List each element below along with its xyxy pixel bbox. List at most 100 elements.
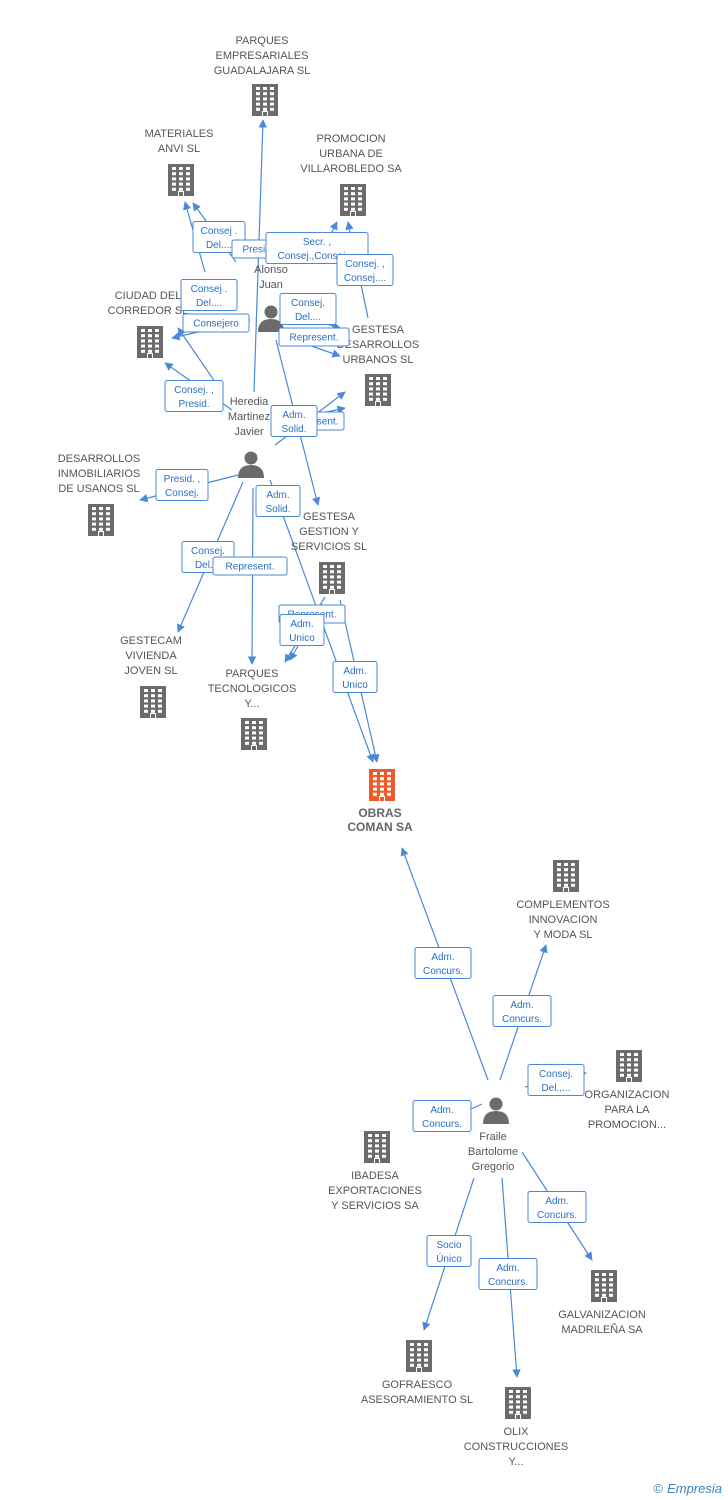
edge-label-box <box>414 947 472 979</box>
node-olix[interactable]: OLIXCONSTRUCCIONESY... <box>464 1387 569 1468</box>
edge-label-alonso-to-ciudad_corredor[interactable]: Consejero <box>182 313 250 333</box>
node-label-line: VIVIENDA <box>125 650 177 662</box>
edge-label-heredia-to-gestesa_desarrollos[interactable]: Adm. Solid. <box>270 405 318 437</box>
node-label-line: Y SERVICIOS SA <box>331 1200 419 1212</box>
node-label-line: SERVICIOS SL <box>291 541 367 553</box>
node-label-line: PARQUES <box>236 35 289 47</box>
edge-label-heredia-to-desarrollos_usanos[interactable]: Presid. ,Consej. <box>155 469 209 501</box>
edge-label-text: Solid. <box>265 504 290 515</box>
node-label-line: PROMOCION... <box>588 1119 666 1131</box>
edge-label-heredia-to-ciudad_corredor[interactable]: Consej. , Presid. <box>164 380 224 412</box>
empresia-watermark[interactable]: ©Empresia <box>653 1481 722 1496</box>
edge-label-text: Concurs. <box>502 1014 542 1025</box>
copyright-symbol: © <box>653 1481 664 1496</box>
edge-label-text: Unico <box>342 680 368 691</box>
edge-label-text: Consej.,Consej.... <box>278 251 357 262</box>
edge-label-text: Presid. <box>178 399 209 410</box>
building-icon <box>319 562 345 594</box>
edge-label-box <box>270 405 318 437</box>
node-parques_tecno[interactable]: PARQUESTECNOLOGICOSY... <box>208 668 297 750</box>
building-icon <box>140 686 166 718</box>
edge-label-text: Adm. <box>431 952 454 963</box>
edge-label-alonso-to-gestesa_desarrollos[interactable]: Consej.Del.... <box>279 293 337 325</box>
edge-label-text: Consej. , <box>345 259 384 270</box>
edge-label-box <box>527 1064 585 1096</box>
node-label-line: EXPORTACIONES <box>328 1185 422 1197</box>
edge-label-box <box>180 279 238 311</box>
person-icon <box>483 1097 509 1124</box>
edge-label-text: Del.... <box>195 560 221 571</box>
edge-label-heredia-to-ciudad_corredor[interactable]: Consej .Del.... <box>180 279 238 311</box>
building-icon <box>365 374 391 406</box>
node-label-line: EMPRESARIALES <box>216 50 309 62</box>
edge-label-gestesa_desarrollos-to-promocion_villa[interactable]: Consej. ,Consej.... <box>336 254 394 286</box>
edge-label-fraile-to-galvanizacion[interactable]: Adm.Concurs. <box>527 1191 587 1223</box>
edge-label-box <box>164 380 224 412</box>
edge-label-text: Solid. <box>281 424 306 435</box>
edge-label-box <box>255 485 301 517</box>
building-icon <box>340 184 366 216</box>
node-label-line: GESTESA <box>303 511 356 523</box>
node-label-line: VILLAROBLEDO SA <box>300 163 402 175</box>
edge-label-fraile-to-obras[interactable]: Adm.Concurs. <box>414 947 472 979</box>
node-label-line: Alonso <box>254 264 288 276</box>
edge-label-text: Adm. <box>545 1196 568 1207</box>
edge-label-text: Del.... <box>206 240 232 251</box>
edge-label-box <box>332 661 378 693</box>
node-label-line: Juan <box>259 279 283 291</box>
edge-label-text: Del.,... <box>542 1083 571 1094</box>
edge-label-box <box>278 327 350 347</box>
edge-label-gestesa_gestion-to-obras[interactable]: Adm.Unico <box>332 661 378 693</box>
building-icon <box>591 1270 617 1302</box>
node-label-line: CORREDOR SL <box>108 305 189 317</box>
node-label-line: DE USANOS SL <box>58 483 139 495</box>
building-icon <box>88 504 114 536</box>
edge-label-fraile-to-organizacion[interactable]: Consej.Del.,... <box>527 1064 585 1096</box>
edge-label-fraile-to-complementos[interactable]: Adm.Concurs. <box>492 995 552 1027</box>
building-icon <box>616 1050 642 1082</box>
edge-label-text: Consej . <box>201 226 238 237</box>
edge-label-text: Consej. , <box>174 385 213 396</box>
edge-label-alonso-to-gestesa_desarrollos[interactable]: Represent. <box>278 327 350 347</box>
edge-label-text: Adm. <box>430 1105 453 1116</box>
edge-label-text: Presid. <box>242 245 273 256</box>
building-icon <box>241 718 267 750</box>
edge-label-fraile-to-olix[interactable]: Adm.Concurs. <box>478 1258 538 1290</box>
edge-label-text: Concurs. <box>488 1277 528 1288</box>
edge-label-text: Presid. , <box>164 474 201 485</box>
edge-label-alonso-to-gestesa_gestion[interactable]: Adm.Solid. <box>255 485 301 517</box>
node-label-line: MADRILEÑA SA <box>561 1323 643 1336</box>
edge-label-heredia-to-parques_tecno[interactable]: Represent. <box>212 556 288 576</box>
node-organizacion[interactable]: ORGANIZACION PARA LA PROMOCION... <box>585 1050 670 1131</box>
node-label-line: CONSTRUCCIONES <box>464 1441 569 1453</box>
edge-label-text: Adm. <box>282 410 305 421</box>
node-label-line: TECNOLOGICOS <box>208 683 297 695</box>
node-label-line: MATERIALES <box>145 128 214 140</box>
edge-label-text: Unico <box>289 633 315 644</box>
edge-label-text: Socio <box>436 1240 461 1251</box>
node-label-line: ORGANIZACION <box>585 1089 670 1101</box>
node-label-line: PARA LA <box>604 1104 650 1116</box>
edge-label-text: Consej. <box>191 546 225 557</box>
edge-label-fraile-to-ibadesa[interactable]: Adm.Concurs. <box>412 1100 472 1132</box>
node-label-line: Martinez <box>228 411 270 423</box>
edge-label-gestesa_gestion-to-parques_tecno[interactable]: Adm.Unico <box>279 614 325 646</box>
edge-label-text: Consej . <box>191 284 228 295</box>
